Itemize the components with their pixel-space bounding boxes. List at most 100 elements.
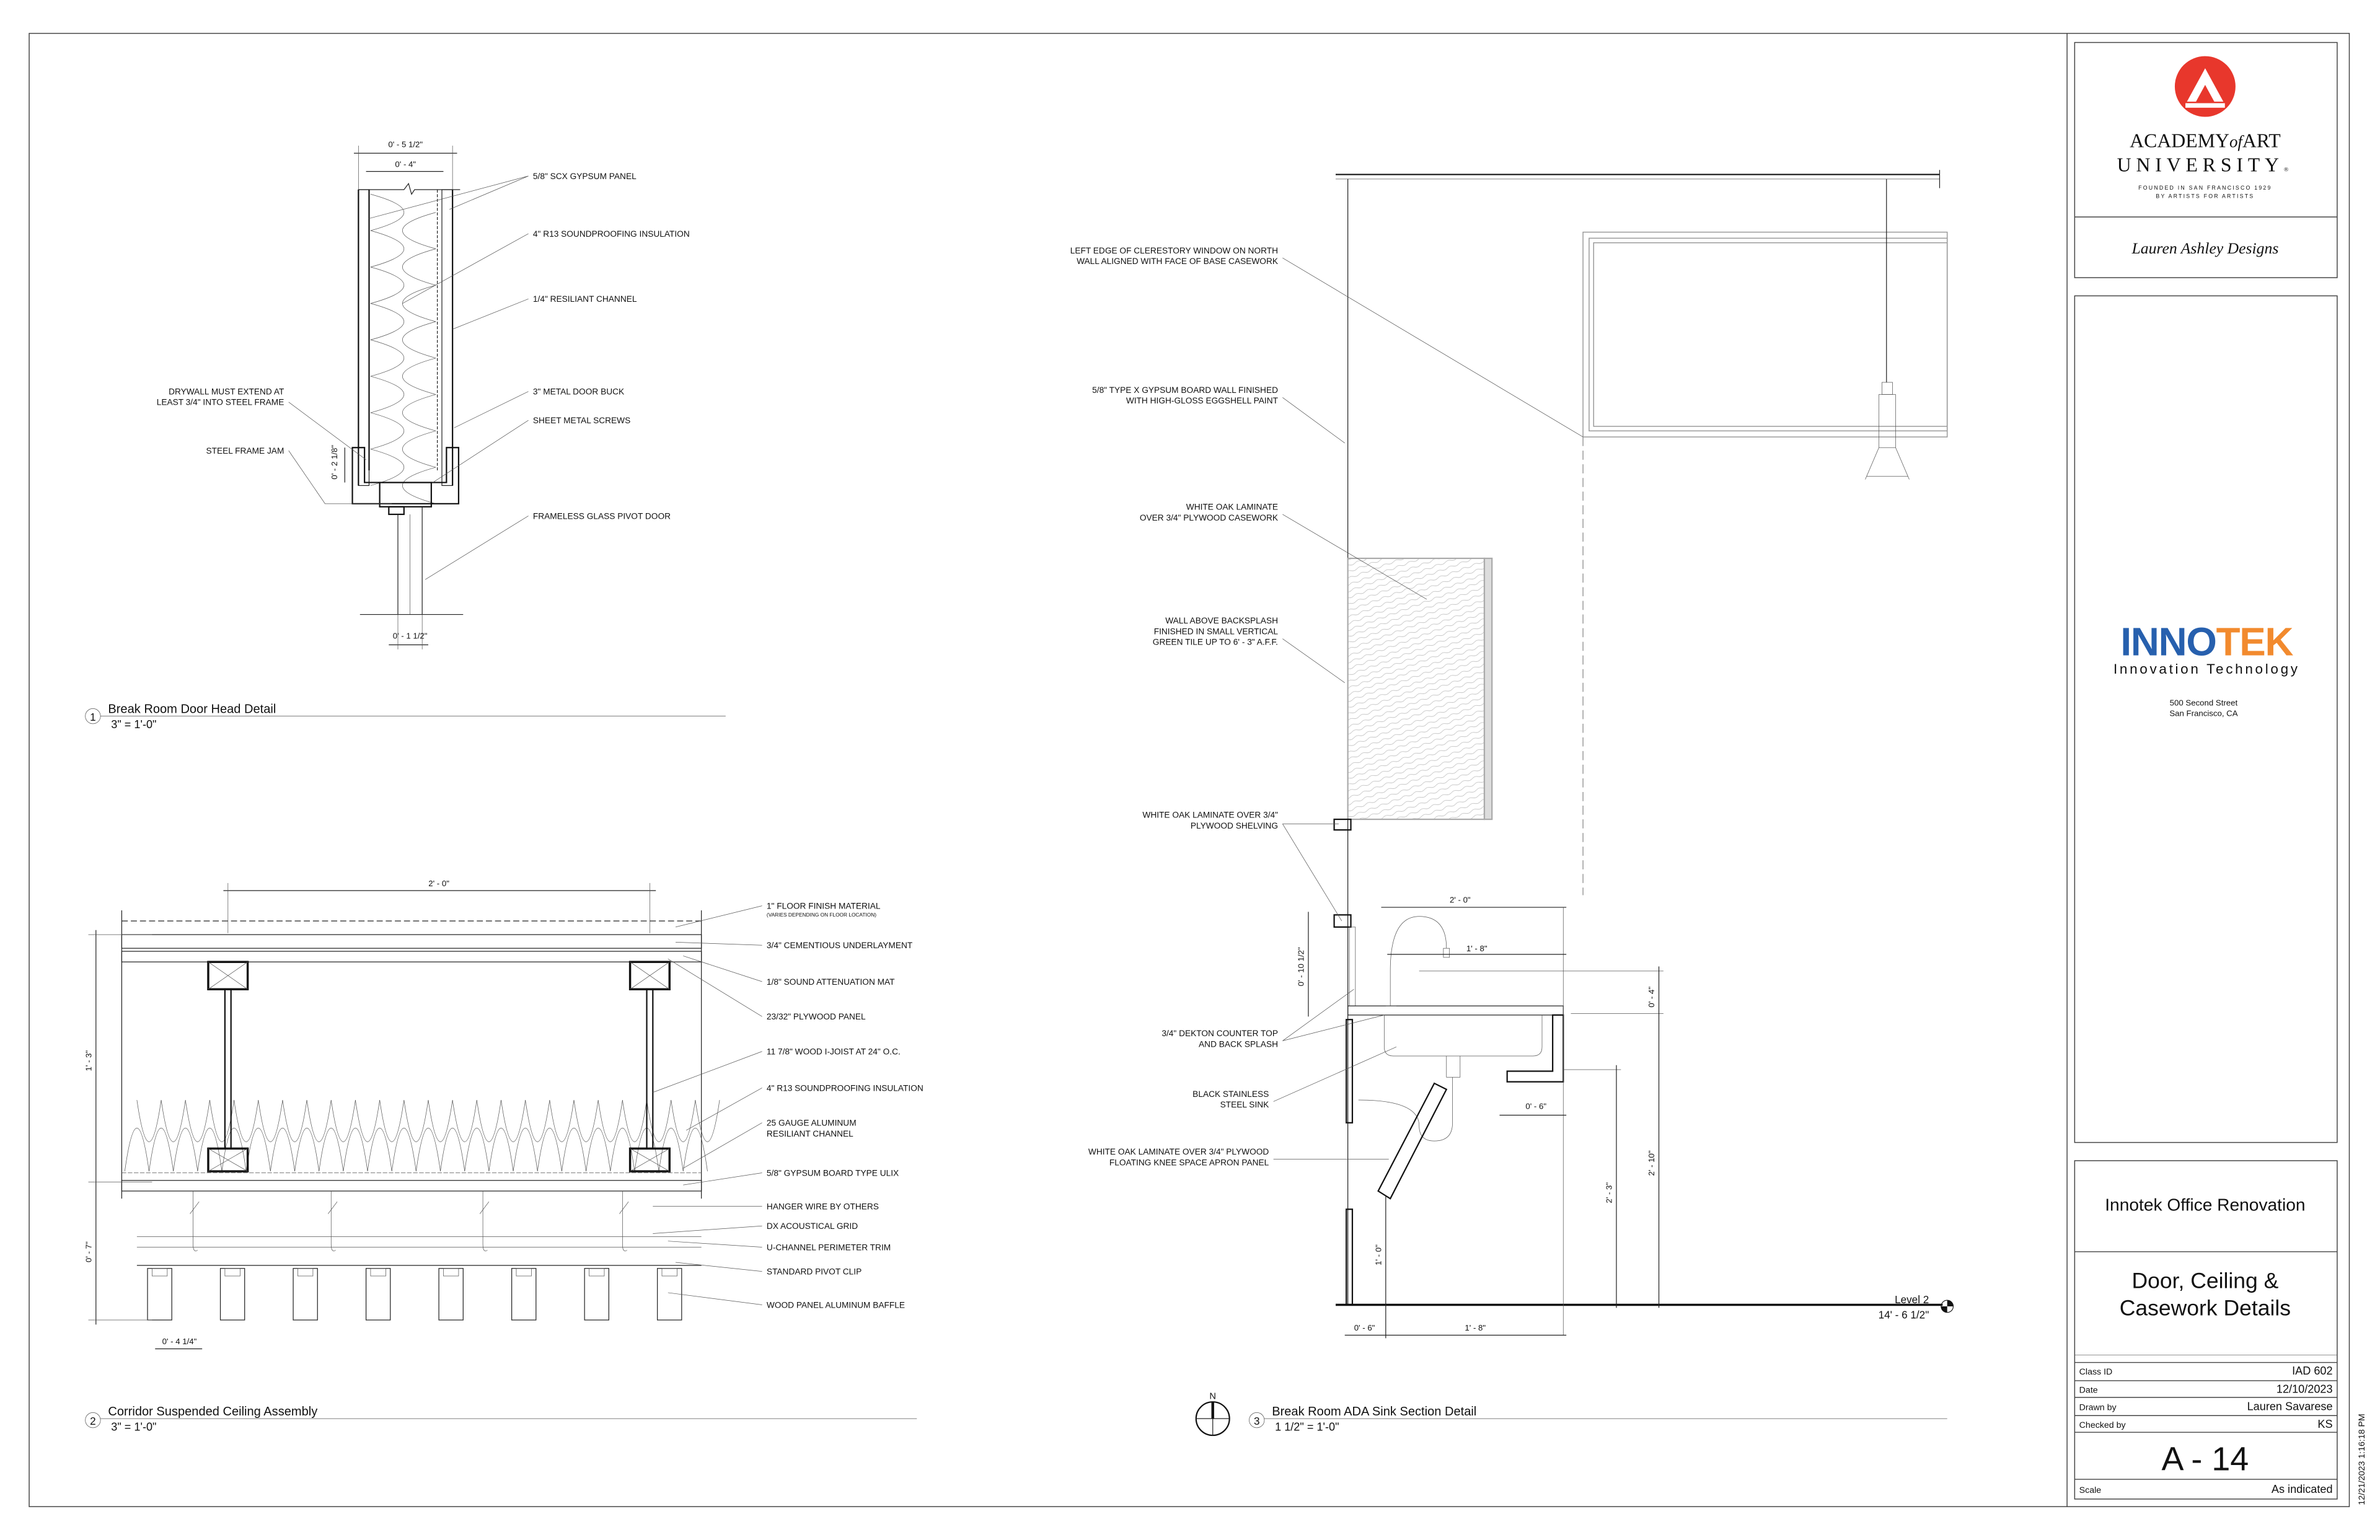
pendant-light-icon: [1865, 178, 1910, 480]
faucet-icon: [1385, 916, 1447, 1006]
svg-text:PLYWOOD SHELVING: PLYWOOD SHELVING: [1191, 821, 1278, 830]
svg-text:BLACK STAINLESS: BLACK STAINLESS: [1192, 1089, 1269, 1099]
pivot-clip: [443, 1268, 459, 1277]
svg-text:IAD 602: IAD 602: [2292, 1365, 2332, 1377]
scale-label: Scale: [2079, 1485, 2102, 1495]
pivot-clip: [516, 1268, 532, 1277]
insulation-loop: [658, 1099, 696, 1172]
insulation-loop: [562, 1099, 599, 1172]
joist-cross: [208, 961, 248, 990]
svg-text:(VARIES DEPENDING ON FLOOR LOC: (VARIES DEPENDING ON FLOOR LOCATION): [767, 912, 876, 918]
note: 3" METAL DOOR BUCK: [533, 387, 624, 397]
svg-text:1/8" SOUND ATTENUATION MAT: 1/8" SOUND ATTENUATION MAT: [767, 977, 895, 987]
dim-joist-spacing: 2' - 0": [428, 879, 449, 888]
svg-text:5/8" GYPSUM BOARD TYPE ULIX: 5/8" GYPSUM BOARD TYPE ULIX: [767, 1168, 899, 1177]
detail-1-door-head: 0' - 5 1/2" 0' - 4" 0' - 2 1/8" 0' - 1 1…: [85, 139, 726, 731]
hanger-wire: [328, 1190, 338, 1251]
svg-text:3/4" DEKTON COUNTER TOP: 3/4" DEKTON COUNTER TOP: [1161, 1029, 1278, 1038]
project-name: Innotek Office Renovation: [2105, 1195, 2305, 1215]
level-name: Level 2: [1895, 1293, 1929, 1306]
svg-text:5/8" TYPE X GYPSUM BOARD WALL: 5/8" TYPE X GYPSUM BOARD WALL FINISHED: [1092, 385, 1278, 395]
innotek-tagline: Innovation Technology: [2113, 661, 2300, 677]
school-founded: FOUNDED IN SAN FRANCISCO 1929: [2138, 185, 2272, 191]
note: FRAMELESS GLASS PIVOT DOOR: [533, 511, 671, 521]
svg-text:FLOATING KNEE SPACE APRON PANE: FLOATING KNEE SPACE APRON PANEL: [1109, 1158, 1269, 1167]
svg-text:KS: KS: [2317, 1418, 2332, 1430]
insulation-loop: [294, 1099, 332, 1172]
insulation-loop: [586, 1099, 623, 1172]
counter-apron: [1506, 1014, 1564, 1083]
svg-text:RESILIANT CHANNEL: RESILIANT CHANNEL: [767, 1129, 853, 1138]
insulation-loop: [197, 1099, 234, 1172]
door-buck: [379, 482, 432, 508]
svg-text:LEFT EDGE OF CLERESTORY WINDOW: LEFT EDGE OF CLERESTORY WINDOW ON NORTH: [1070, 246, 1278, 255]
svg-text:4" R13 SOUNDPROOFING INSULATIO: 4" R13 SOUNDPROOFING INSULATION: [767, 1083, 923, 1093]
insulation-loop: [343, 1099, 380, 1172]
pivot-clip: [152, 1268, 168, 1277]
dim-overall-width: 0' - 5 1/2": [388, 139, 423, 149]
svg-text:25 GAUGE ALUMINUM: 25 GAUGE ALUMINUM: [767, 1119, 857, 1128]
pivot-clip: [224, 1268, 240, 1277]
view-scale: 3" = 1'-0": [111, 718, 156, 731]
level-elevation: 14' - 6 1/2": [1879, 1309, 1929, 1321]
pivot-clip: [298, 1268, 314, 1277]
insulation-pattern: [370, 194, 436, 504]
svg-text:U-CHANNEL PERIMETER TRIM: U-CHANNEL PERIMETER TRIM: [767, 1243, 891, 1252]
svg-text:3: 3: [1254, 1415, 1260, 1427]
plywood-panel: [121, 951, 702, 962]
sink-basin: [1384, 1014, 1543, 1057]
insulation-loop: [464, 1099, 501, 1172]
joist-web: [646, 988, 654, 1150]
joist-cross: [630, 1148, 670, 1172]
insulation-loop: [370, 266, 436, 322]
ceiling-notes: 1" FLOOR FINISH MATERIAL (VARIES DEPENDI…: [653, 902, 923, 1309]
side-panel: [1346, 1208, 1354, 1306]
backsplash: [1349, 926, 1356, 1006]
insulation-loop: [221, 1099, 259, 1172]
academy-logo-icon: [2174, 56, 2236, 117]
dim-faucet: 0' - 4": [1647, 987, 1656, 1008]
dim-counter-height: 2' - 10": [1647, 1150, 1656, 1176]
insulation-loop: [124, 1099, 162, 1172]
dim-baffle: 0' - 4 1/4": [162, 1337, 197, 1346]
insulation-loop: [391, 1099, 429, 1172]
client-address-line2: San Francisco, CA: [2169, 709, 2237, 718]
project-info-box: [2074, 1160, 2338, 1500]
school-motto: BY ARTISTS FOR ARTISTS: [2156, 193, 2254, 200]
note: LEAST 3/4" INTO STEEL FRAME: [157, 398, 284, 407]
title-row-class-id: Class ID IAD 602: [2079, 1365, 2333, 1377]
svg-text:1" FLOOR FINISH MATERIAL: 1" FLOOR FINISH MATERIAL: [767, 902, 881, 911]
knee-space-apron-panel: [1377, 1082, 1448, 1200]
svg-text:AND BACK SPLASH: AND BACK SPLASH: [1199, 1039, 1278, 1049]
note: STEEL FRAME JAM: [206, 446, 284, 455]
svg-text:3/4" CEMENTIOUS UNDERLAYMENT: 3/4" CEMENTIOUS UNDERLAYMENT: [767, 941, 913, 950]
insulation-loop: [270, 1099, 307, 1172]
view-title: Corridor Suspended Ceiling Assembly: [108, 1405, 317, 1419]
svg-text:WHITE OAK LAMINATE OVER 3/4" P: WHITE OAK LAMINATE OVER 3/4" PLYWOOD: [1088, 1147, 1269, 1156]
insulation-loop: [370, 449, 436, 504]
detail-number-bubble: [1249, 1412, 1265, 1428]
client-box: [2074, 295, 2338, 1143]
note: 4" R13 SOUNDPROOFING INSULATION: [533, 229, 690, 239]
north-arrow-icon: N: [1195, 1391, 1230, 1437]
shelf: [1333, 818, 1352, 831]
svg-text:WOOD PANEL ALUMINUM BAFFLE: WOOD PANEL ALUMINUM BAFFLE: [767, 1300, 905, 1309]
gypsum-panel-left: [358, 189, 370, 486]
svg-text:Date: Date: [2079, 1386, 2098, 1396]
title-row-checked-by: Checked by KS: [2079, 1418, 2333, 1430]
dim-joist-depth: 1' - 3": [84, 1050, 93, 1071]
sheet-number: A - 14: [2162, 1440, 2249, 1477]
svg-text:12/10/2023: 12/10/2023: [2276, 1383, 2333, 1396]
sheet-title-line2: Casework Details: [2120, 1296, 2291, 1321]
svg-text:WALL ALIGNED WITH FACE OF BASE: WALL ALIGNED WITH FACE OF BASE CASEWORK: [1077, 257, 1278, 266]
title-block: ACADEMYofART UNIVERSITY® FOUNDED IN SAN …: [2074, 42, 2367, 1505]
joist-bottom-flange: [207, 1147, 249, 1173]
insulation-loop: [440, 1099, 477, 1172]
designer-name: Lauren Ashley Designs: [2131, 239, 2278, 257]
svg-text:23/32" PLYWOOD PANEL: 23/32" PLYWOOD PANEL: [767, 1012, 866, 1021]
insulation-loop: [173, 1099, 210, 1172]
insulation-loop: [370, 194, 436, 249]
svg-text:N: N: [1209, 1391, 1216, 1401]
shelf: [1333, 914, 1352, 928]
